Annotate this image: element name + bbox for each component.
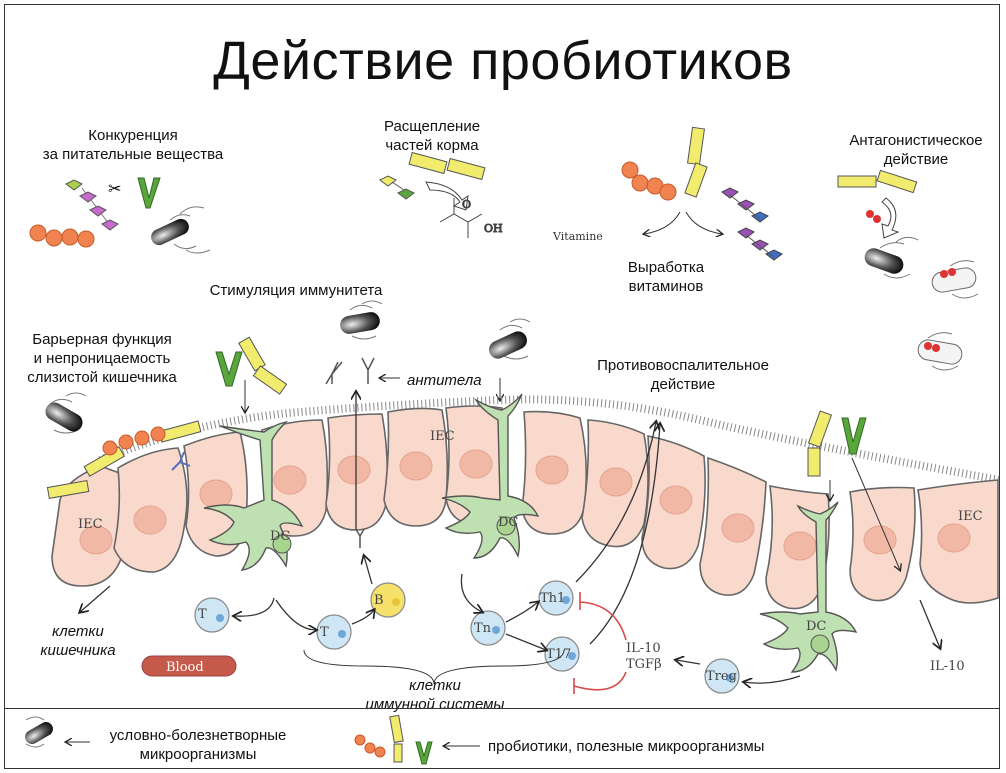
svg-text:B: B	[374, 593, 384, 608]
curved-arrow-icon	[881, 197, 900, 239]
probiotic-cocci-chain	[29, 224, 95, 248]
svg-text:Treg: Treg	[706, 669, 737, 684]
svg-text:Th1: Th1	[540, 591, 565, 606]
legend-probiotic-icons	[354, 714, 433, 765]
barrier-probiotics	[46, 420, 202, 499]
label-antagonism: Антагонистическое действие	[849, 132, 983, 168]
t-cell	[194, 597, 230, 633]
svg-text:O: O	[462, 198, 471, 211]
svg-text:IL-10: IL-10	[626, 641, 661, 656]
label-immunity: Стимуляция иммунитета	[209, 282, 383, 299]
svg-text:TGFβ: TGFβ	[626, 657, 662, 672]
antagonism-illustration	[837, 169, 979, 371]
curved-arrow-icon	[425, 181, 469, 211]
dendritic-cells	[203, 393, 858, 673]
probiotic-v-shape	[841, 417, 867, 455]
svg-text:DC: DC	[806, 619, 826, 634]
immune-cells-brace	[303, 649, 565, 685]
pathogen-bacterium	[931, 260, 979, 299]
blood-vessel	[141, 655, 237, 677]
probiotic-v-shape	[215, 351, 243, 387]
competition-illustration: ✂	[29, 177, 211, 254]
svg-text:Vitamine: Vitamine	[552, 230, 603, 243]
label-vitamins: Выработка витаминов	[627, 259, 705, 295]
inhibition-arrows	[573, 592, 627, 694]
svg-text:Tn: Tn	[474, 621, 492, 636]
vitamins-illustration: Vitamine	[552, 126, 783, 261]
pathogen-bacterium	[489, 318, 531, 360]
tight-junction-icon	[171, 451, 191, 471]
svg-text:IEC: IEC	[78, 517, 103, 532]
dendritic-cell	[203, 420, 304, 571]
label-digestion: Расщепление частей корма	[383, 118, 481, 154]
b-cell	[370, 582, 406, 618]
legend-pathogens-label: условно-болезнетворные микроорганизмы	[109, 727, 287, 763]
pathogen-bacterium	[45, 392, 87, 434]
svg-text:T17: T17	[546, 647, 571, 662]
svg-text:DC: DC	[270, 529, 290, 544]
svg-text:T: T	[198, 607, 207, 622]
pathogen-bacterium	[917, 332, 963, 371]
legend-pathogen-icon	[25, 716, 53, 748]
label-barrier: Барьерная функция и непроницаемость слиз…	[27, 331, 177, 386]
label-competition: Конкуренция за питательные вещества	[42, 127, 224, 163]
svg-text:IEC: IEC	[958, 509, 983, 524]
label-anti-inflammatory: Противовоспалительное действие	[597, 357, 769, 393]
probiotic-v-shape	[137, 177, 161, 209]
pathogen-bacterium	[864, 236, 919, 279]
svg-text:IEC: IEC	[430, 429, 455, 444]
scissors-icon: ✂	[108, 181, 121, 198]
th17-cell	[544, 636, 580, 672]
intestinal-epithelium: IEC IEC IEC	[51, 395, 1001, 610]
figure-frame	[4, 4, 1000, 769]
vitamin-molecules	[721, 187, 783, 261]
dendritic-cell	[441, 393, 540, 559]
pathogen-bacterium	[151, 206, 211, 254]
naive-t-cell	[470, 610, 506, 646]
svg-text:IL-10: IL-10	[930, 659, 965, 674]
legend-divider	[4, 708, 1000, 709]
page-title: Действие пробиотиков	[213, 31, 793, 91]
dendritic-cell	[759, 501, 858, 673]
nutrient-molecule: ✂	[65, 179, 121, 231]
digestion-illustration: O OH	[379, 151, 503, 238]
svg-text:OH: OH	[484, 222, 503, 235]
probiotic-cocci-chain	[621, 161, 677, 201]
label-gut-cells: клетки кишечника	[40, 623, 116, 659]
pathogen-bacterium	[340, 300, 383, 340]
svg-text:DC: DC	[498, 515, 518, 530]
svg-text:T: T	[320, 625, 329, 640]
label-antibodies: антитела	[407, 372, 482, 389]
svg-text:Blood: Blood	[166, 660, 204, 675]
legend-probiotics-label: пробиотики, полезные микроорганизмы	[488, 738, 765, 755]
treg-cell	[704, 658, 740, 694]
acid-structure: O OH	[439, 198, 503, 238]
th1-cell	[538, 580, 574, 616]
